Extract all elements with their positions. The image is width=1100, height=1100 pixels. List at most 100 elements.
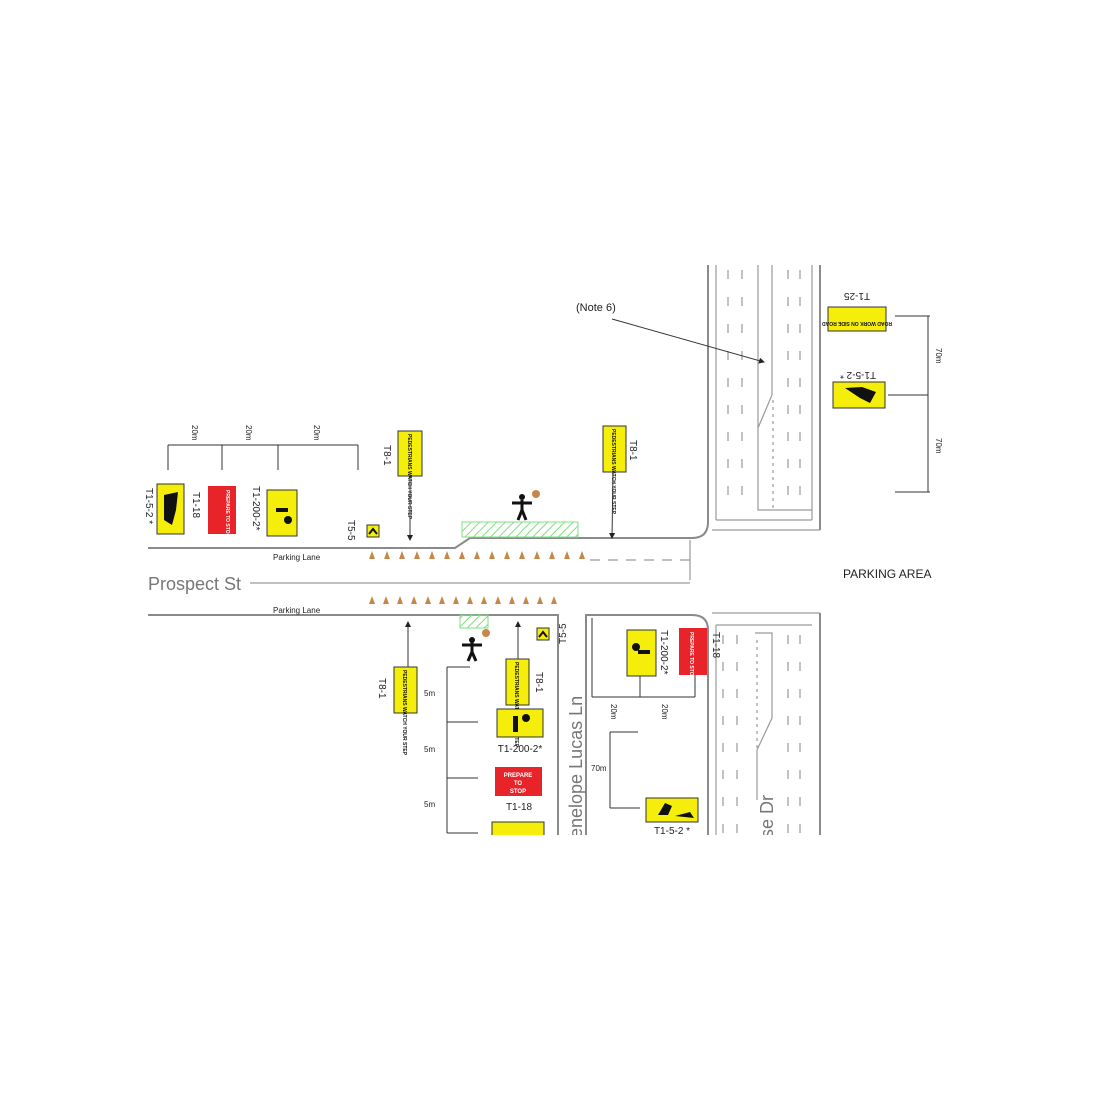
- traffic-cone: [459, 551, 465, 559]
- dim-20m: 20m: [312, 425, 321, 441]
- traffic-cones: [369, 551, 585, 604]
- right-drive-label: se Dr: [757, 795, 777, 838]
- lower-right-dimension: 20m 20m 70m: [591, 618, 696, 809]
- work-area-bottom: [459, 614, 489, 629]
- svg-text:T8-1: T8-1: [381, 445, 392, 466]
- parking-lane-top-label: Parking Lane: [273, 553, 321, 562]
- parking-lane-bottom-label: Parking Lane: [273, 606, 321, 615]
- right-dimension: 70m 70m: [888, 315, 943, 493]
- traffic-cone: [369, 596, 375, 604]
- traffic-cone: [399, 551, 405, 559]
- svg-text:T8-1: T8-1: [627, 440, 638, 461]
- sign-t5-5-lower: T5-5: [536, 623, 569, 644]
- dim-20m: 20m: [190, 425, 199, 441]
- sign-t1-5-2-lower-right: T1-5-2 *: [645, 797, 699, 837]
- svg-text:70m: 70m: [934, 438, 943, 454]
- svg-text:T1-200-2*: T1-200-2*: [658, 630, 669, 675]
- traffic-cone: [425, 596, 431, 604]
- traffic-cone: [509, 596, 515, 604]
- sign-t8-1-right: PEDESTRIANS WATCH YOUR STEP T8-1: [602, 425, 638, 539]
- svg-text:PREPARE TO STOP: PREPARE TO STOP: [224, 490, 230, 538]
- traffic-cone: [537, 596, 543, 604]
- svg-text:20m: 20m: [609, 704, 618, 720]
- traffic-cone: [439, 596, 445, 604]
- note-6-label: (Note 6): [576, 302, 616, 314]
- sign-t1-5-2-lower-partial: [491, 821, 545, 835]
- traffic-cone: [411, 596, 417, 604]
- flagman-bottom: [462, 629, 490, 662]
- svg-text:PEDESTRIANS WATCH YOUR STEP: PEDESTRIANS WATCH YOUR STEP: [401, 670, 407, 756]
- traffic-cone: [453, 596, 459, 604]
- prospect-st-label: Prospect St: [148, 574, 241, 594]
- sign-t1-18-lower: PREPARE TO STOP T1-18: [495, 767, 542, 813]
- svg-text:STOP: STOP: [510, 789, 526, 795]
- traffic-cone: [383, 596, 389, 604]
- svg-text:70m: 70m: [591, 764, 607, 773]
- sign-t1-25: ROAD WORK ON SIDE ROAD T1-25: [822, 290, 892, 332]
- main-road: [712, 265, 821, 835]
- svg-text:T5-5: T5-5: [558, 623, 569, 644]
- traffic-cone: [523, 596, 529, 604]
- svg-text:5m: 5m: [424, 689, 435, 698]
- sign-t5-5-left: T5-5: [345, 520, 380, 541]
- traffic-cone: [564, 551, 570, 559]
- prospect-street-road: [148, 265, 709, 835]
- traffic-cone: [467, 596, 473, 604]
- traffic-cone: [481, 596, 487, 604]
- traffic-cone: [474, 551, 480, 559]
- traffic-cone: [397, 596, 403, 604]
- svg-text:PEDESTRIANS WATCH YOUR STEP: PEDESTRIANS WATCH YOUR STEP: [406, 434, 412, 520]
- svg-text:T8-1: T8-1: [376, 678, 387, 699]
- note-6-arrow: [611, 318, 765, 364]
- traffic-cone: [519, 551, 525, 559]
- left-dimension: 20m 20m 20m: [167, 425, 359, 470]
- traffic-cone: [429, 551, 435, 559]
- svg-text:T1-18: T1-18: [710, 632, 721, 659]
- svg-text:70m: 70m: [934, 348, 943, 364]
- svg-text:PEDESTRIANS WATCH YOUR STEP: PEDESTRIANS WATCH YOUR STEP: [513, 662, 519, 748]
- traffic-cone: [384, 551, 390, 559]
- sign-t1-5-2-right: T1-5-2 *: [832, 369, 886, 409]
- traffic-cone: [489, 551, 495, 559]
- flagman-top: [512, 490, 540, 521]
- svg-text:T1-200-2*: T1-200-2*: [498, 744, 543, 755]
- sign-t1-200-2-lower: T1-200-2*: [496, 708, 544, 755]
- sign-t8-1-left: PEDESTRIANS WATCH YOUR STEP T8-1: [381, 430, 423, 541]
- svg-text:T1-200-2*: T1-200-2*: [250, 486, 261, 531]
- lower-dimension: 5m 5m 5m: [424, 666, 478, 834]
- traffic-cone: [504, 551, 510, 559]
- sign-t1-5-2-left: T1-5-2 *: [143, 483, 185, 535]
- traffic-cone: [444, 551, 450, 559]
- sign-t1-200-2-lower-right: T1-200-2*: [626, 629, 669, 677]
- traffic-cone: [549, 551, 555, 559]
- sign-t1-18-left: PREPARE TO STOP T1-18: [190, 486, 236, 538]
- svg-text:T1-5-2 *: T1-5-2 *: [654, 826, 690, 837]
- svg-text:T1-5-2 *: T1-5-2 *: [143, 488, 154, 524]
- sign-t8-1-lower-left: PEDESTRIANS WATCH YOUR STEP T8-1: [376, 621, 418, 756]
- svg-text:T1-25: T1-25: [844, 290, 871, 301]
- traffic-cone: [551, 596, 557, 604]
- sign-t1-18-lower-right: PREPARE TO STOP T1-18: [679, 628, 721, 680]
- penelope-lucas-ln-label: enelope Lucas Ln: [566, 696, 586, 838]
- parking-area-label: PARKING AREA: [843, 567, 931, 581]
- svg-text:T1-5-2 *: T1-5-2 *: [840, 369, 876, 380]
- svg-text:T5-5: T5-5: [345, 520, 356, 541]
- svg-text:ROAD WORK ON SIDE ROAD: ROAD WORK ON SIDE ROAD: [822, 320, 892, 326]
- traffic-cone: [369, 551, 375, 559]
- svg-text:T8-1: T8-1: [533, 672, 544, 693]
- traffic-cone: [579, 551, 585, 559]
- svg-text:5m: 5m: [424, 800, 435, 809]
- svg-text:T1-18: T1-18: [506, 802, 533, 813]
- svg-text:20m: 20m: [660, 704, 669, 720]
- traffic-cone: [534, 551, 540, 559]
- svg-text:PEDESTRIANS WATCH YOUR STEP: PEDESTRIANS WATCH YOUR STEP: [610, 429, 616, 515]
- sign-t1-200-2-left: T1-200-2*: [250, 486, 298, 537]
- svg-text:5m: 5m: [424, 745, 435, 754]
- svg-text:PREPARE TO STOP: PREPARE TO STOP: [688, 632, 694, 680]
- work-area-top: [461, 521, 579, 538]
- svg-text:T1-18: T1-18: [190, 492, 201, 519]
- traffic-cone: [495, 596, 501, 604]
- svg-text:PREPARE: PREPARE: [504, 773, 533, 779]
- traffic-cone: [414, 551, 420, 559]
